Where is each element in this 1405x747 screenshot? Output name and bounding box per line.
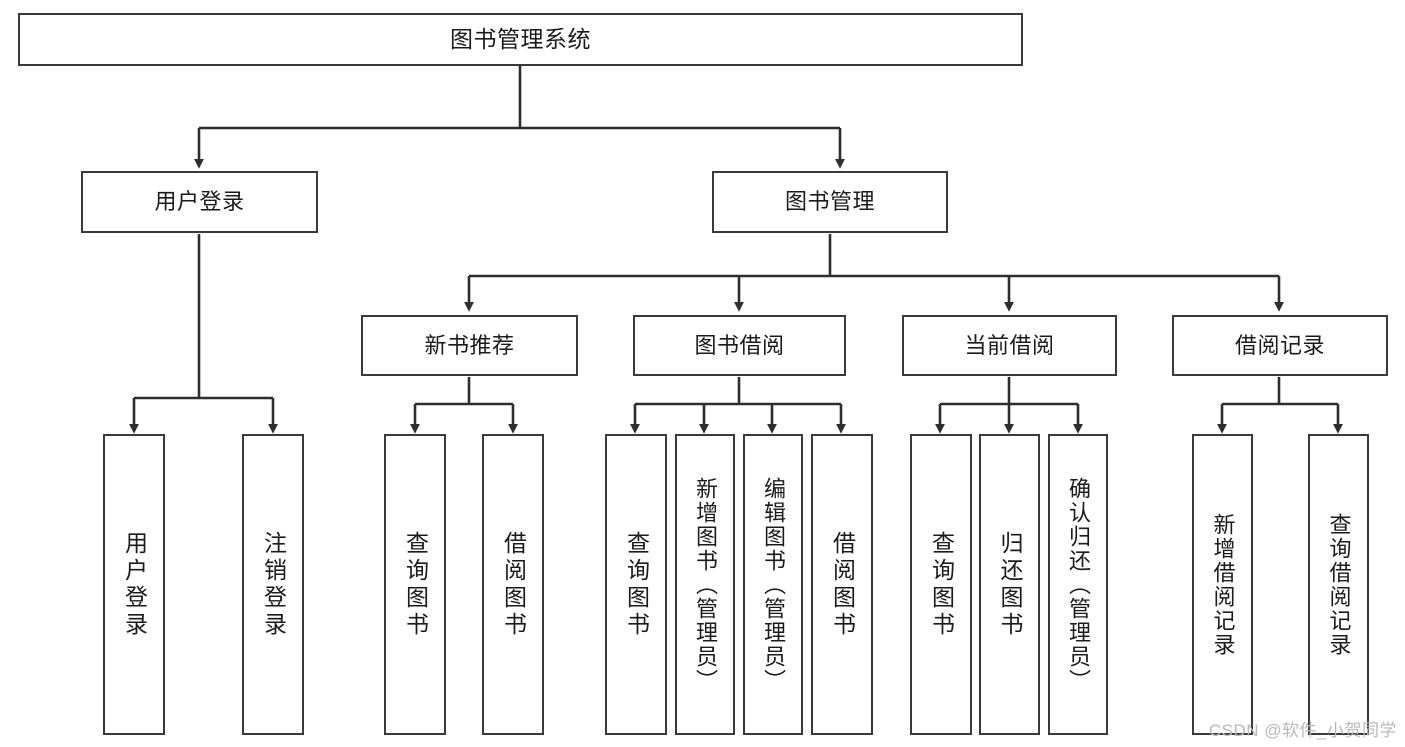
node-label: 新增图书（管理员） <box>693 476 718 693</box>
node-label: 查询图书 <box>623 530 650 639</box>
node-label: 用户登录 <box>121 530 148 639</box>
node-label: 查询图书 <box>928 530 955 639</box>
node-user-login[interactable]: 用户登录 <box>81 171 318 233</box>
node-label: 注销登录 <box>260 530 287 639</box>
node-label: 借阅图书 <box>500 530 527 639</box>
leaf-book-borrow-add-book-admin[interactable]: 新增图书（管理员） <box>675 434 735 735</box>
leaf-current-borrow-query-book[interactable]: 查询图书 <box>910 434 972 735</box>
node-label: 归还图书 <box>997 530 1023 639</box>
node-label: 当前借阅 <box>964 332 1055 358</box>
leaf-book-borrow-query-book[interactable]: 查询图书 <box>605 434 667 735</box>
leaf-borrow-record-add-record[interactable]: 新增借阅记录 <box>1192 434 1253 735</box>
leaf-current-borrow-return-book[interactable]: 归还图书 <box>979 434 1040 735</box>
csdn-watermark: CSDN @软件_小贺同学 <box>1208 721 1397 740</box>
node-label: 用户登录 <box>154 189 245 215</box>
node-label: 查询借阅记录 <box>1326 512 1352 657</box>
node-label: 图书管理 <box>784 189 875 215</box>
node-current-borrow[interactable]: 当前借阅 <box>902 315 1117 376</box>
leaf-borrow-record-query-record[interactable]: 查询借阅记录 <box>1308 434 1369 735</box>
leaf-current-borrow-confirm-return-admin[interactable]: 确认归还（管理员） <box>1048 434 1108 735</box>
node-label: 编辑图书（管理员） <box>761 476 786 693</box>
node-label: 新书推荐 <box>424 332 515 358</box>
node-label: 图书借阅 <box>694 332 785 358</box>
node-book-borrow[interactable]: 图书借阅 <box>633 315 846 376</box>
node-root-book-management-system[interactable]: 图书管理系统 <box>18 13 1023 66</box>
node-label: 查询图书 <box>402 530 429 639</box>
leaf-book-borrow-borrow-book[interactable]: 借阅图书 <box>811 434 873 735</box>
node-label: 确认归还（管理员） <box>1066 476 1091 693</box>
leaf-book-borrow-edit-book-admin[interactable]: 编辑图书（管理员） <box>743 434 803 735</box>
leaf-user-login-login[interactable]: 用户登录 <box>103 434 165 735</box>
node-label: 借阅图书 <box>829 530 856 639</box>
leaf-new-book-query-book[interactable]: 查询图书 <box>384 434 446 735</box>
node-label: 新增借阅记录 <box>1210 512 1236 657</box>
node-label: 图书管理系统 <box>450 25 591 52</box>
node-borrow-record[interactable]: 借阅记录 <box>1172 315 1388 376</box>
leaf-user-login-logout[interactable]: 注销登录 <box>242 434 304 735</box>
leaf-new-book-borrow-book[interactable]: 借阅图书 <box>482 434 544 735</box>
node-new-book-recommend[interactable]: 新书推荐 <box>361 315 578 376</box>
node-book-management[interactable]: 图书管理 <box>712 171 948 233</box>
node-label: 借阅记录 <box>1234 332 1325 358</box>
